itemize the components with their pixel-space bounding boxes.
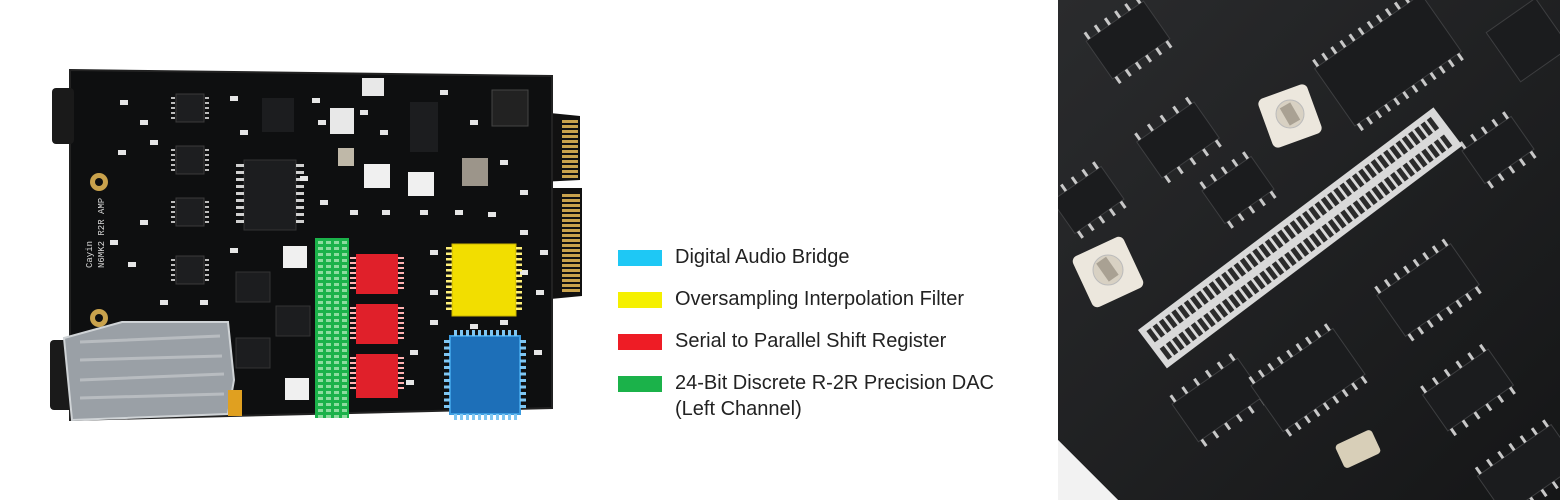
digital-audio-bridge-highlight: [444, 330, 526, 420]
legend-item-digital-audio-bridge: Digital Audio Bridge: [618, 244, 1038, 286]
legend-label: Digital Audio Bridge: [675, 246, 850, 268]
main-ic: [243, 159, 297, 231]
legend-swatch-green: [618, 376, 662, 392]
legend-label: Serial to Parallel Shift Register: [675, 330, 947, 352]
trim-pot: [1258, 84, 1322, 148]
ic-upper: [262, 98, 294, 132]
color-legend: Digital Audio Bridge Oversampling Interp…: [618, 244, 1038, 430]
legend-swatch-red: [618, 334, 662, 350]
ic-right-square: [491, 89, 529, 127]
legend-item-oversampling-filter: Oversampling Interpolation Filter: [618, 286, 1038, 328]
legend-label: 24-Bit Discrete R-2R Precision DAC (Left…: [675, 370, 994, 422]
silkscreen-model: N6MK2 R2R AMP: [97, 198, 107, 268]
pcb-closeup-photo: [1058, 0, 1560, 500]
mount-hole: [95, 314, 103, 322]
legend-label-line1: 24-Bit Discrete R-2R Precision DAC: [675, 372, 994, 394]
legend-item-r2r-dac: 24-Bit Discrete R-2R Precision DAC (Left…: [618, 370, 1038, 430]
resistor-array: [1138, 107, 1463, 369]
legend-label-line2: (Left Channel): [675, 398, 802, 420]
oversampling-filter-highlight: [446, 243, 522, 317]
jack-top: [52, 88, 74, 144]
legend-swatch-yellow: [618, 292, 662, 308]
ic-mid: [410, 102, 438, 152]
pcb-board-illustration: Cayin N6MK2 R2R AMP: [50, 68, 582, 422]
closeup-illustration: [1058, 0, 1560, 500]
r2r-dac-highlight: [315, 238, 349, 418]
shift-register-highlight: [350, 254, 404, 398]
legend-item-shift-register: Serial to Parallel Shift Register: [618, 328, 1038, 370]
mount-hole: [95, 178, 103, 186]
pcb-board-image: Cayin N6MK2 R2R AMP: [0, 0, 600, 500]
trim-pot: [1072, 236, 1144, 308]
legend-swatch-blue: [618, 250, 662, 266]
legend-label: Oversampling Interpolation Filter: [675, 288, 965, 310]
silkscreen-brand: Cayin: [85, 241, 95, 268]
